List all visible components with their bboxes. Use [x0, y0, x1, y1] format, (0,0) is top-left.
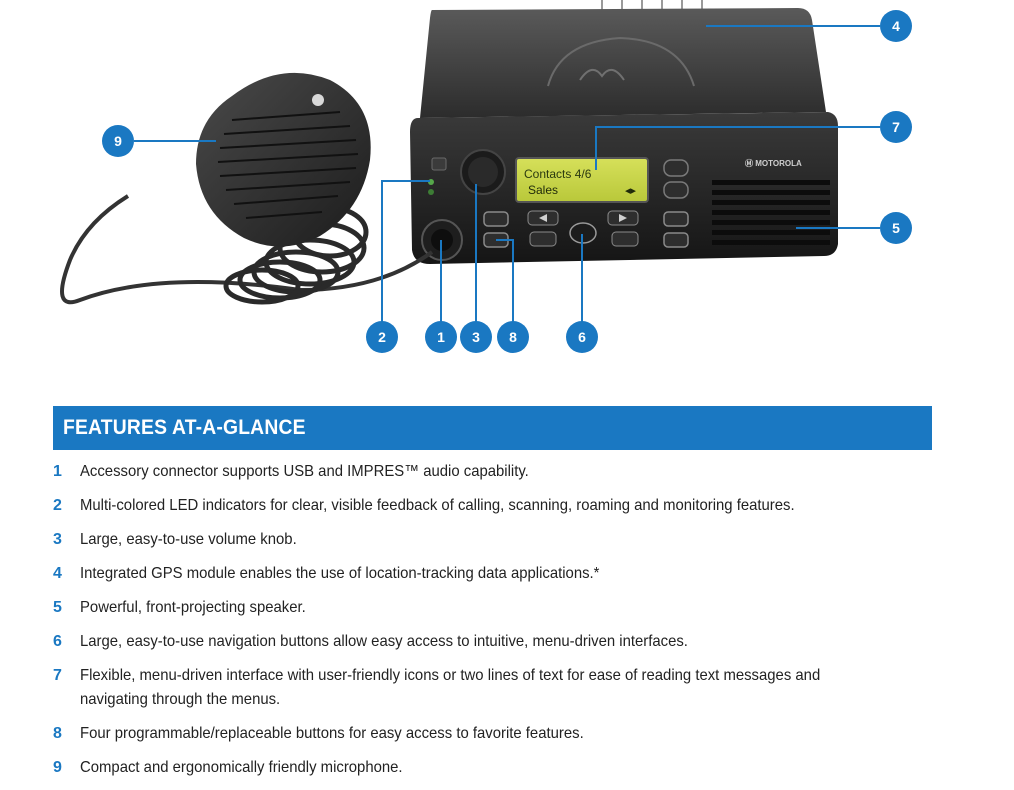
svg-text:4: 4 — [892, 18, 900, 34]
feature-text: Large, easy-to-use navigation buttons al… — [80, 633, 688, 650]
speaker-grille: Ⓜ MOTOROLA — [712, 158, 830, 245]
volume-knob — [460, 149, 506, 195]
svg-text:7: 7 — [892, 119, 900, 135]
callout-4: 4 — [880, 10, 912, 42]
feature-item: 9 Compact and ergonomically friendly mic… — [53, 756, 933, 780]
radio-illustration: Contacts 4/6 Sales ◂▸ Ⓜ MOTOROLA — [60, 0, 912, 353]
callout-8: 8 — [497, 321, 529, 353]
svg-text:◂▸: ◂▸ — [625, 185, 637, 197]
feature-number: 5 — [53, 599, 62, 616]
feature-item: 1 Accessory connector supports USB and I… — [53, 460, 933, 484]
svg-text:9: 9 — [114, 133, 122, 149]
feature-item: 6 Large, easy-to-use navigation buttons … — [53, 630, 933, 654]
callout-9: 9 — [102, 125, 134, 157]
features-title: FEATURES AT-A-GLANCE — [63, 416, 306, 439]
features-list: 1 Accessory connector supports USB and I… — [53, 460, 933, 790]
callout-7: 7 — [880, 111, 912, 143]
feature-item: 8 Four programmable/replaceable buttons … — [53, 722, 933, 746]
callout-3: 3 — [460, 321, 492, 353]
lcd-display: Contacts 4/6 Sales ◂▸ — [515, 157, 649, 203]
feature-text: Multi-colored LED indicators for clear, … — [80, 497, 795, 514]
feature-number: 1 — [53, 463, 62, 480]
callout-5: 5 — [880, 212, 912, 244]
feature-number: 8 — [53, 725, 62, 742]
feature-number: 9 — [53, 759, 62, 776]
feature-number: 6 — [53, 633, 62, 650]
motorola-emboss — [547, 36, 695, 87]
feature-text: Compact and ergonomically friendly micro… — [80, 759, 403, 776]
svg-text:1: 1 — [437, 329, 445, 345]
brand-logo-text: Ⓜ MOTOROLA — [745, 158, 802, 168]
menu-side-buttons — [663, 159, 689, 199]
feature-item: 4 Integrated GPS module enables the use … — [53, 562, 933, 586]
antenna-pins — [601, 0, 703, 10]
callout-6: 6 — [566, 321, 598, 353]
features-header-bar: FEATURES AT-A-GLANCE — [53, 406, 932, 450]
led-indicators — [428, 157, 447, 195]
navigation-buttons — [527, 210, 639, 247]
lcd-line-1: Contacts 4/6 — [524, 167, 592, 181]
feature-item: 2 Multi-colored LED indicators for clear… — [53, 494, 933, 518]
svg-text:3: 3 — [472, 329, 480, 345]
feature-text: Flexible, menu-driven interface with use… — [80, 667, 821, 708]
radio-product-figure: Contacts 4/6 Sales ◂▸ Ⓜ MOTOROLA — [0, 0, 1014, 390]
feature-text: Large, easy-to-use volume knob. — [80, 531, 297, 548]
microphone — [196, 72, 371, 247]
radio-top-housing — [420, 8, 826, 118]
feature-item: 7 Flexible, menu-driven interface with u… — [53, 664, 933, 712]
svg-text:2: 2 — [378, 329, 386, 345]
feature-number: 7 — [53, 667, 62, 684]
callout-markers: 4 7 5 9 2 1 3 8 6 — [102, 10, 912, 353]
lcd-line-2: Sales — [528, 183, 558, 197]
feature-item: 3 Large, easy-to-use volume knob. — [53, 528, 933, 552]
microphone-cable — [60, 194, 434, 305]
feature-item: 5 Powerful, front-projecting speaker. — [53, 596, 933, 620]
callout-1: 1 — [425, 321, 457, 353]
feature-text: Powerful, front-projecting speaker. — [80, 599, 306, 616]
feature-number: 4 — [53, 565, 62, 582]
svg-text:8: 8 — [509, 329, 517, 345]
feature-text: Four programmable/replaceable buttons fo… — [80, 725, 584, 742]
feature-number: 3 — [53, 531, 62, 548]
feature-text: Accessory connector supports USB and IMP… — [80, 463, 529, 480]
callout-2: 2 — [366, 321, 398, 353]
svg-text:5: 5 — [892, 220, 900, 236]
svg-text:6: 6 — [578, 329, 586, 345]
feature-number: 2 — [53, 497, 62, 514]
callout-leaders — [134, 25, 880, 324]
feature-text: Integrated GPS module enables the use of… — [80, 565, 600, 582]
